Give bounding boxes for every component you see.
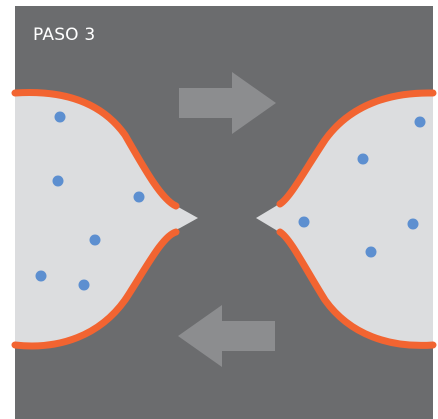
particle bbox=[298, 216, 310, 228]
step-label: PASO 3 bbox=[33, 25, 96, 45]
particle bbox=[89, 234, 101, 246]
right-cell-body bbox=[256, 92, 433, 346]
particle bbox=[35, 270, 47, 282]
left-cell-membrane-top bbox=[11, 89, 180, 210]
particle bbox=[407, 218, 419, 230]
particle bbox=[52, 175, 64, 187]
right-cell-membrane-bottom bbox=[276, 228, 437, 349]
right-cell bbox=[256, 89, 437, 349]
right-arrow bbox=[179, 72, 276, 134]
particle bbox=[365, 246, 377, 258]
right-cell-membrane-top bbox=[276, 89, 437, 208]
left-arrow bbox=[178, 305, 275, 367]
left-cell-body bbox=[15, 92, 198, 346]
particle bbox=[54, 111, 66, 123]
particle bbox=[133, 191, 145, 203]
particle bbox=[78, 279, 90, 291]
particle bbox=[414, 116, 426, 128]
left-cell-membrane-bottom bbox=[11, 228, 180, 350]
left-cell bbox=[11, 89, 198, 350]
particle bbox=[357, 153, 369, 165]
